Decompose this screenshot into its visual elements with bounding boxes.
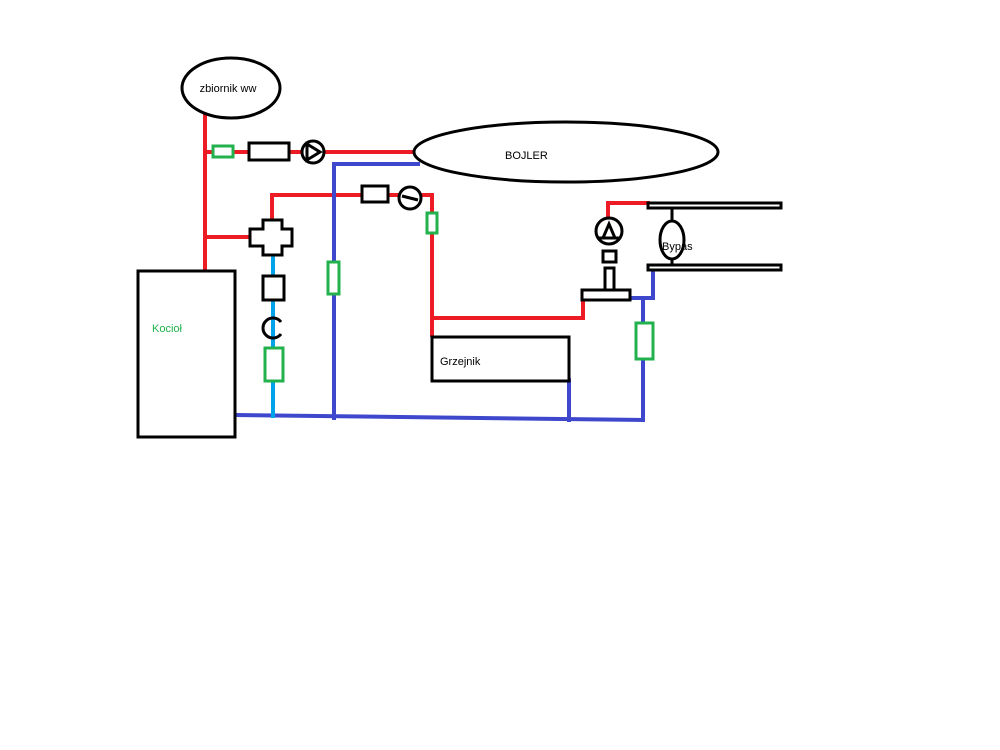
bypass-valve-icon <box>658 219 686 261</box>
bypass-label: Bypas <box>662 241 693 253</box>
green-fitting-top <box>211 144 235 159</box>
filter-upper <box>360 184 390 204</box>
green-fitting-mixer-return <box>634 321 655 361</box>
bojler-label: BOJLER <box>505 150 548 162</box>
supply-pipe-upper-loop <box>270 193 364 224</box>
bojler-shape <box>412 120 720 184</box>
supply-pipe-bypass-feed <box>606 201 650 220</box>
valve-base <box>580 288 632 302</box>
radiator-grzejnik: Grzejnik <box>430 335 571 383</box>
green-fitting-riser <box>425 211 439 235</box>
valve-body <box>601 249 618 264</box>
bypass-rail-bottom <box>646 263 783 272</box>
tank-shape <box>180 56 282 120</box>
valve-stem <box>603 266 616 292</box>
pump-icon-top <box>300 139 326 165</box>
tank-label: zbiornik ww <box>200 83 257 95</box>
radiator-shape <box>430 335 571 383</box>
mixing-valve <box>580 216 632 302</box>
bypass-rail-top <box>646 201 783 210</box>
supply-pipe-to-mixer <box>430 298 585 320</box>
return-pipe-bojler-drop <box>332 162 420 420</box>
bojler-tank: BOJLER <box>412 120 720 184</box>
four-way-valve-icon <box>248 218 294 257</box>
pump-icon-upper <box>397 185 423 211</box>
tank-zbiornik: zbiornik ww <box>180 56 282 120</box>
green-fitting-branch <box>263 346 285 383</box>
boiler-label: Kocioł <box>152 323 183 335</box>
radiator-label: Grzejnik <box>440 356 481 368</box>
coupling-icon <box>261 316 283 340</box>
boiler-kociol: Kocioł <box>136 269 237 439</box>
supply-pipes <box>203 108 650 337</box>
filter-top <box>247 141 291 162</box>
boiler-shape <box>136 269 237 439</box>
supply-pipe-radiator-drop <box>420 193 434 337</box>
bypass: Bypas <box>646 201 783 272</box>
green-fitting-bojler-return <box>326 260 341 296</box>
return-pipe-main <box>233 412 646 423</box>
component-box-branch <box>261 274 286 302</box>
